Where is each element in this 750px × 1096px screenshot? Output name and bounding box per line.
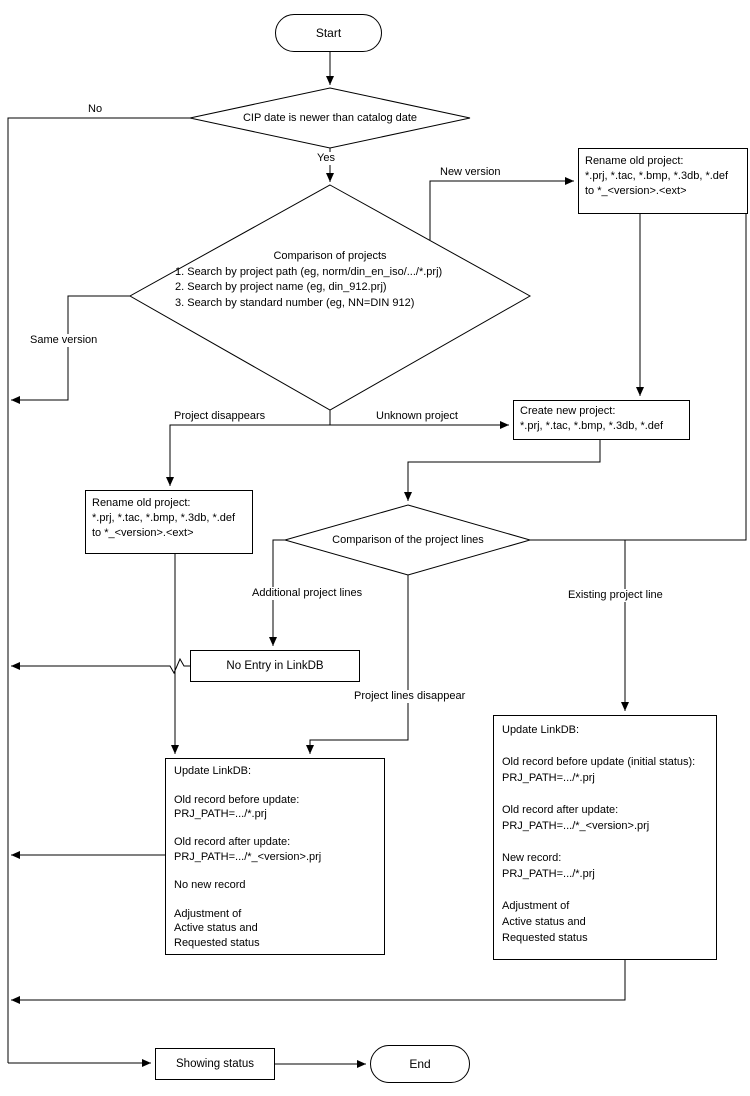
label-project-lines-disappear: Project lines disappear xyxy=(352,690,468,703)
decision-cip-date-label: CIP date is newer than catalog date xyxy=(242,112,418,124)
label-project-disappears: Project disappears xyxy=(172,410,268,423)
connector-noentry-to-rail xyxy=(11,657,190,675)
showing-status-box: Showing status xyxy=(155,1048,275,1080)
label-existing-project-line: Existing project line xyxy=(566,589,665,602)
label-yes: Yes xyxy=(315,152,337,165)
decision-comparison-projects-label: Comparison of projects 1. Search by proj… xyxy=(175,249,485,311)
comparison-projects-title: Comparison of projects xyxy=(273,250,387,262)
label-unknown-project: Unknown project xyxy=(374,410,460,423)
connector-no-left-rail xyxy=(7,117,190,1063)
label-same-version: Same version xyxy=(28,334,100,347)
comparison-projects-items: 1. Search by project path (eg, norm/din_… xyxy=(175,265,443,309)
update-linkdb-left-box: Update LinkDB: Old record before update:… xyxy=(165,758,385,955)
start-terminator: Start xyxy=(275,14,382,52)
label-additional-project-lines: Additional project lines xyxy=(250,587,365,600)
label-no: No xyxy=(86,103,105,116)
create-new-project-box: Create new project: *.prj, *.tac, *.bmp,… xyxy=(513,400,690,440)
decision-comparison-lines-label: Comparison of the project lines xyxy=(332,534,484,546)
label-new-version: New version xyxy=(438,166,503,179)
connector-same-version xyxy=(11,295,130,404)
connector-rename-top-to-lines-decision xyxy=(530,214,747,541)
connector-additional-lines xyxy=(269,539,285,646)
connector-project-disappears xyxy=(166,424,330,486)
connector-lines-disappear xyxy=(306,575,409,754)
update-linkdb-right-box: Update LinkDB: Old record before update … xyxy=(493,715,717,960)
no-entry-linkdb-box: No Entry in LinkDB xyxy=(190,650,360,682)
rename-old-project-top-box: Rename old project: *.prj, *.tac, *.bmp,… xyxy=(578,148,748,214)
end-terminator: End xyxy=(370,1045,470,1083)
connector-update-right-to-rail xyxy=(11,960,626,1004)
connector-new-version xyxy=(429,177,574,240)
rename-old-project-left-box: Rename old project: *.prj, *.tac, *.bmp,… xyxy=(85,490,253,554)
connector-create-to-lines-decision xyxy=(404,440,601,501)
